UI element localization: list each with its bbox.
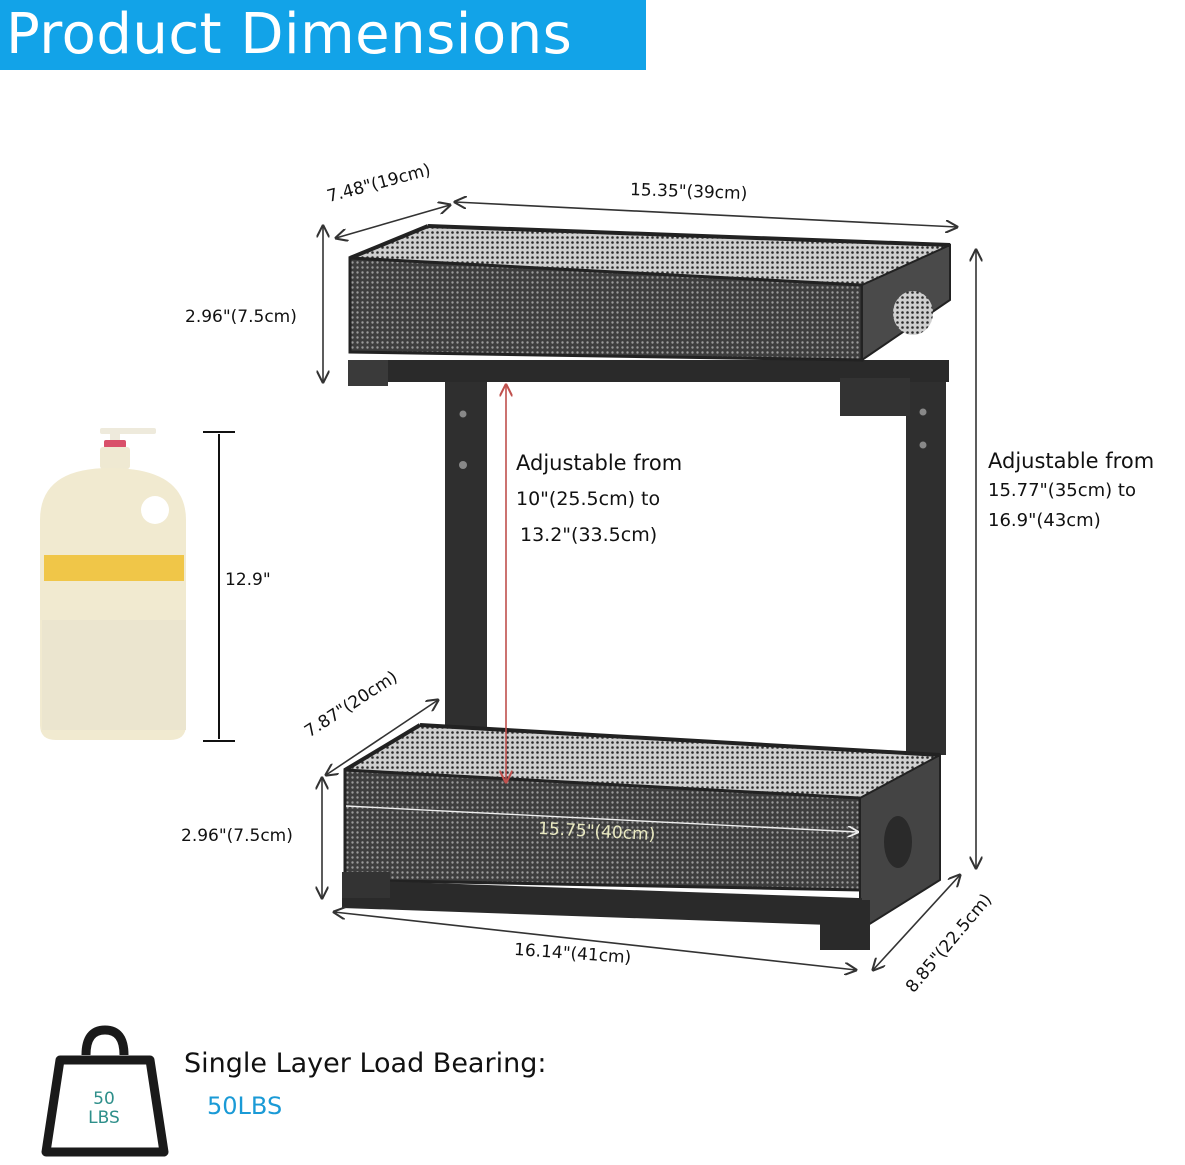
total-adjustable-line2: 15.77"(35cm) to [988,480,1136,501]
bottle-height-label: 12.9" [225,570,271,590]
top-depth-arrow [336,205,450,238]
weight-icon [41,1025,169,1157]
bottle-height-dimension [203,431,235,742]
weight-icon-line1: 50 [93,1089,115,1109]
load-bearing-label: Single Layer Load Bearing: [184,1048,547,1079]
total-adjustable-label: Adjustable from 15.77"(35cm) to 16.9"(43… [988,446,1154,536]
total-adjustable-line3: 16.9"(43cm) [988,510,1101,531]
weight-icon-line2: LBS [88,1108,120,1128]
title-banner: Product Dimensions [0,0,646,70]
page-title: Product Dimensions [6,2,573,67]
load-bearing-value: 50LBS [207,1092,283,1120]
bottom-depth-arrow [326,700,438,775]
bottom-height-label: 2.96"(7.5cm) [181,826,293,846]
top-height-label: 2.96"(7.5cm) [185,307,297,327]
bottom-inner-width-arrow [345,805,858,832]
inner-adjustable-line1: Adjustable from [516,451,683,475]
base-depth-arrow [873,875,960,970]
top-width-arrow [455,202,957,227]
inner-adjustable-line3: 13.2"(33.5cm) [520,524,658,546]
top-width-label: 15.35"(39cm) [629,179,748,205]
inner-adjustable-line2: 10"(25.5cm) to [516,488,661,510]
bottom-width-arrow [334,912,856,970]
total-adjustable-line1: Adjustable from [988,449,1155,473]
rack-illustration [342,224,951,950]
bottle-illustration [40,428,186,740]
inner-adjustable-label: Adjustable from 10"(25.5cm) to 13.2"(33.… [516,445,682,553]
